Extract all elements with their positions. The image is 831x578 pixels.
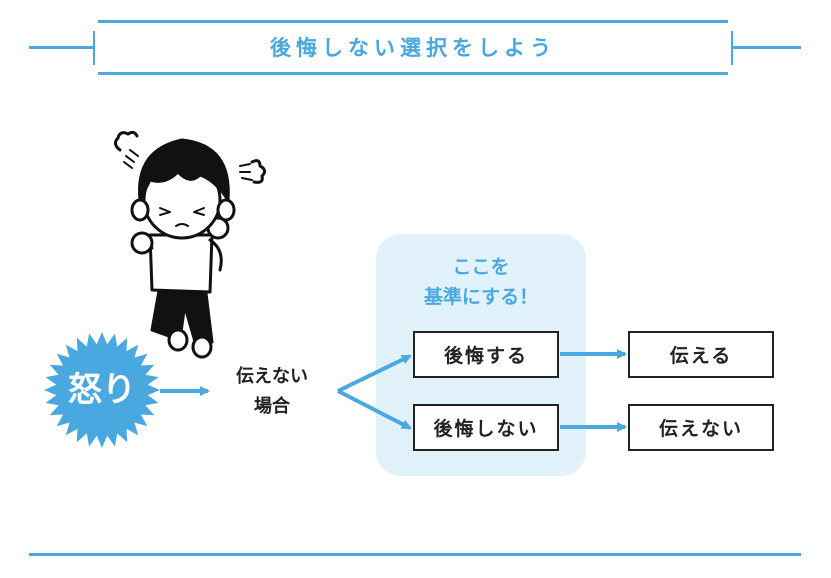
highlight-caption-line1: ここを (452, 256, 510, 278)
judgement-box-no-regret: 後悔しない (413, 404, 559, 451)
arrow-branch-upper (337, 354, 412, 393)
header-left-tick (93, 31, 95, 65)
header-right-tick (731, 31, 733, 65)
eye-right (193, 207, 205, 216)
hair (138, 138, 230, 202)
arm-right (208, 238, 223, 272)
foot-right (191, 335, 213, 359)
steam-puff-left-icon (113, 130, 139, 152)
highlight-caption: ここを 基準にする！ (376, 252, 586, 312)
judgement-label: 後悔しない (433, 418, 539, 440)
judgement-box-regret: 後悔する (413, 331, 559, 378)
torso (148, 233, 214, 294)
header-left-line (29, 46, 93, 49)
header-right-line (733, 46, 801, 49)
header-bottom-rule (98, 72, 728, 75)
angry-boy-icon (113, 130, 267, 359)
footer-rule (29, 553, 801, 556)
eye-left (159, 207, 171, 216)
action-label: 伝えない (658, 418, 743, 440)
foot-left (167, 328, 189, 352)
header-top-rule (98, 20, 728, 23)
action-box-tell: 伝える (628, 331, 774, 378)
mouth (175, 223, 189, 227)
anger-burst (44, 332, 160, 448)
judgement-label: 後悔する (443, 345, 528, 367)
condition-line1: 伝えない (236, 366, 308, 387)
highlight-caption-line2: 基準にする！ (423, 286, 539, 308)
arrow-branch-lower (337, 389, 412, 430)
anger-label: 怒り (68, 370, 136, 410)
condition-label: 伝えない 場合 (212, 362, 332, 422)
condition-line2: 場合 (254, 396, 290, 417)
action-label: 伝える (669, 345, 733, 367)
fist-left (130, 231, 154, 255)
page-title: 後悔しない選択をしよう (270, 36, 556, 60)
action-box-not-tell: 伝えない (628, 404, 774, 451)
steam-puff-right-icon (250, 159, 267, 184)
